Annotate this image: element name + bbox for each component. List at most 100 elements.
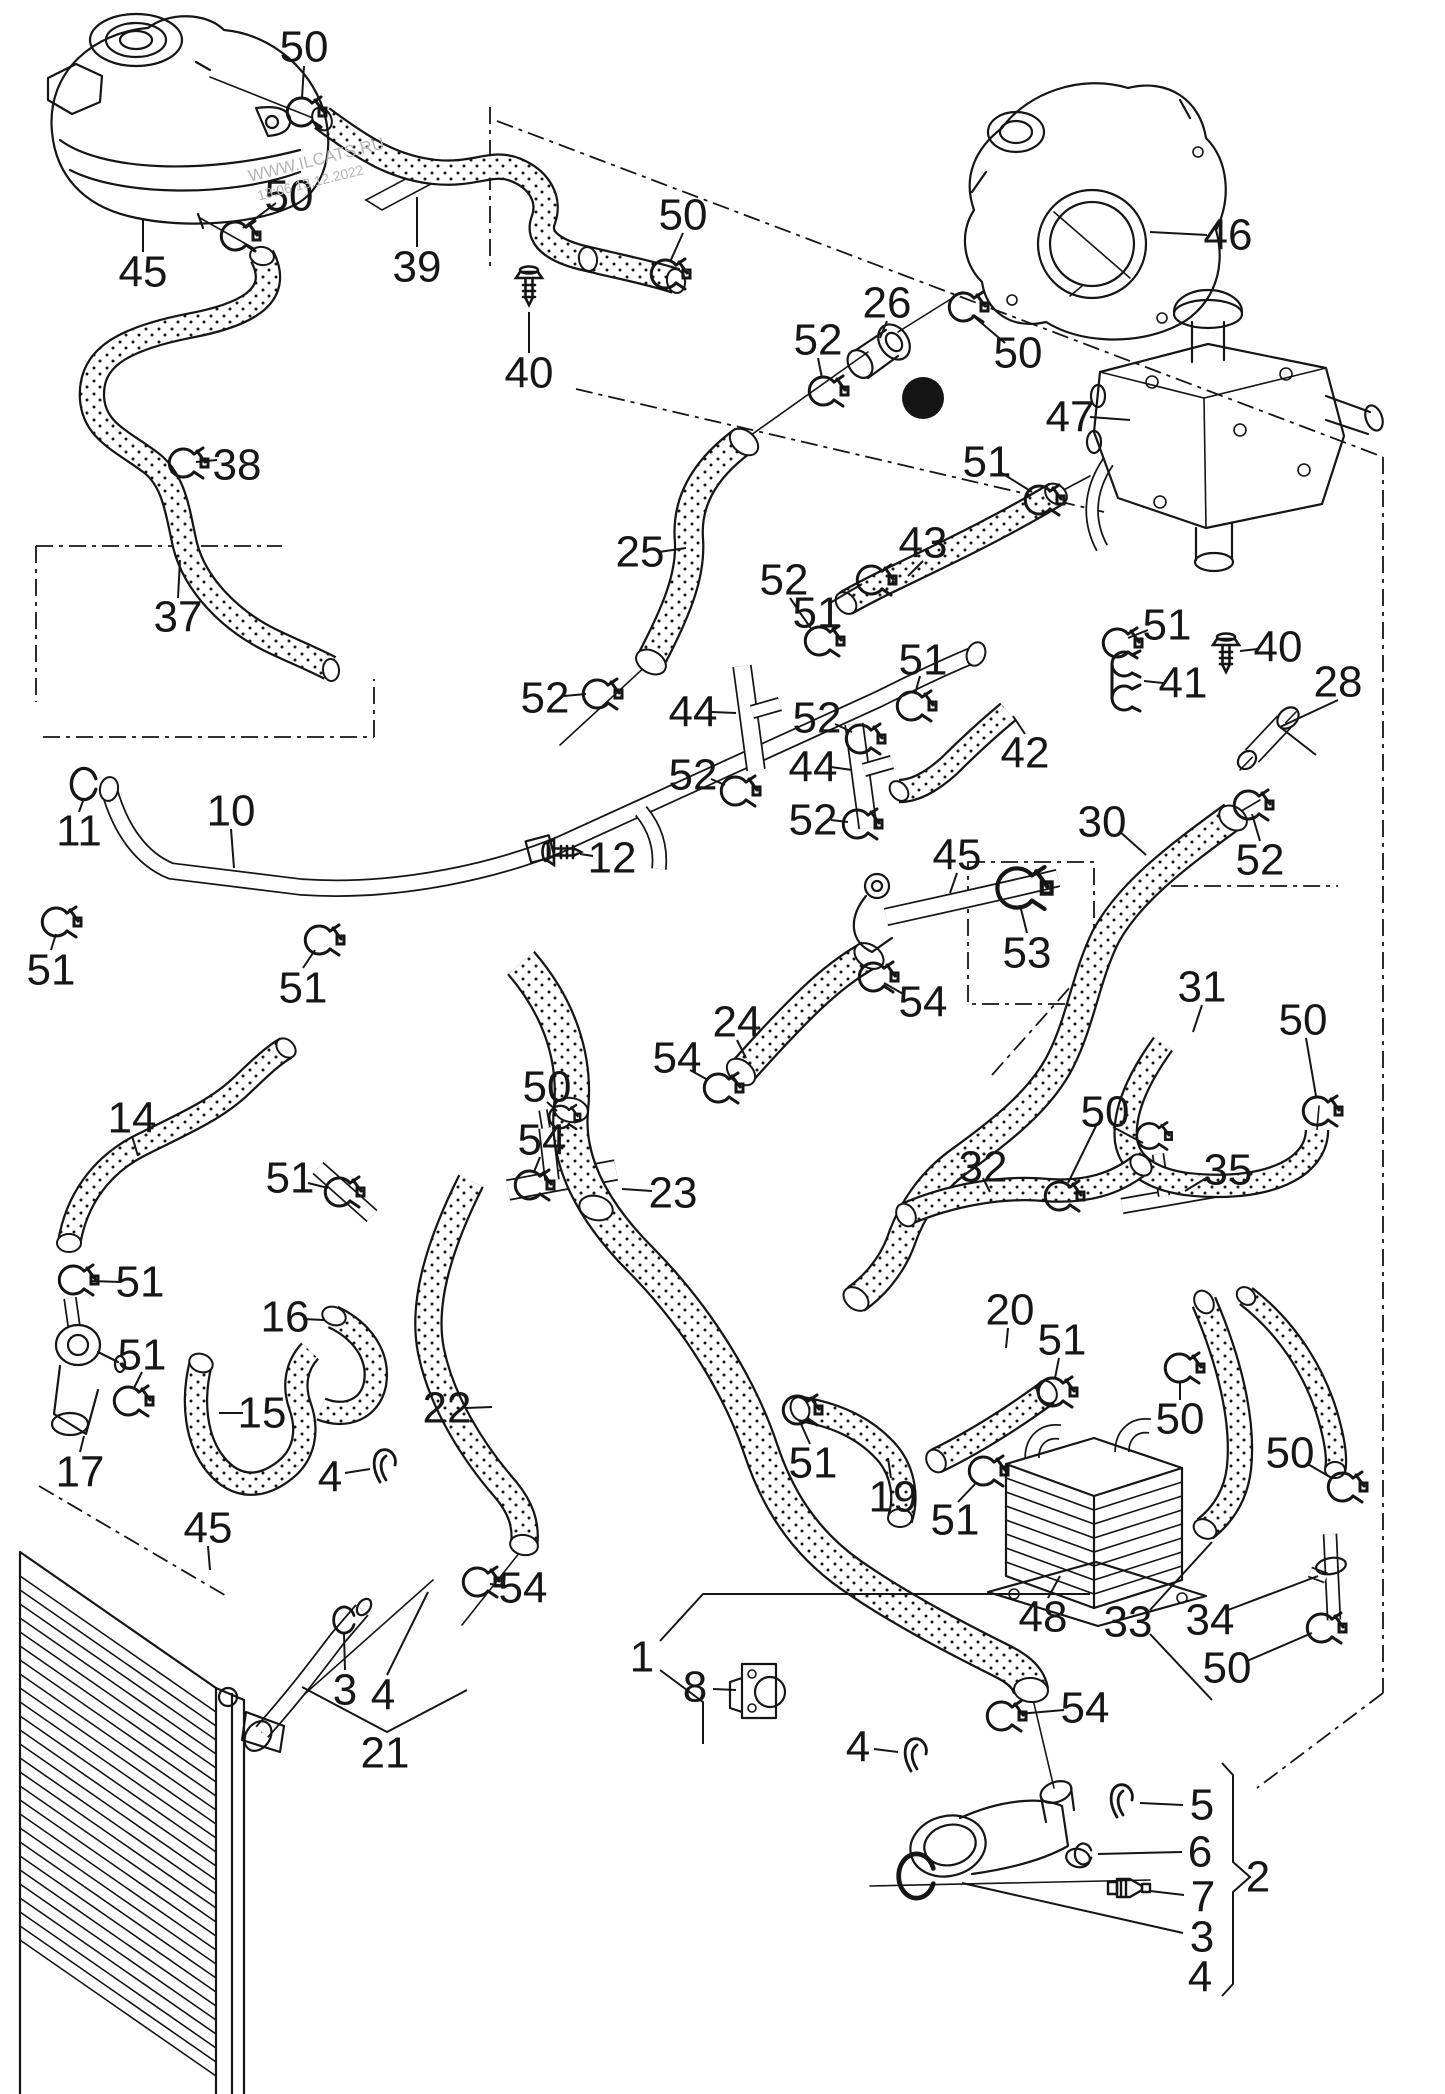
radiator-fin	[19, 1575, 217, 1713]
part-number-50: 50	[1279, 996, 1328, 1045]
radiator-fin	[19, 1883, 217, 2021]
leader-line	[914, 675, 921, 695]
leader-line	[658, 547, 687, 553]
part-number-51: 51	[1038, 1316, 1087, 1365]
part-number-17: 17	[56, 1448, 105, 1497]
leader-line	[712, 1688, 737, 1691]
hose-clamp-icon	[303, 923, 346, 957]
oil-cooler	[986, 1436, 1208, 1628]
leader-line	[1279, 726, 1317, 756]
leader-line	[1054, 1357, 1060, 1379]
radiator	[18, 1550, 373, 2094]
leader-line	[344, 1468, 371, 1474]
part-number-4: 4	[318, 1453, 342, 1502]
part-number-50: 50	[1081, 1088, 1130, 1137]
leader-line	[1305, 1037, 1317, 1097]
leader-line	[949, 872, 958, 894]
leader-line	[301, 65, 305, 99]
leader-line	[1118, 830, 1147, 856]
part-number-51: 51	[899, 636, 948, 685]
leader-line	[1279, 699, 1339, 728]
part-number-52: 52	[1236, 836, 1285, 885]
hose-cuff	[888, 780, 910, 802]
group-brackets	[301, 1593, 1251, 1997]
part-number-30: 30	[1078, 798, 1127, 847]
radiator-fin	[19, 1743, 217, 1881]
spring-clip-icon	[372, 1448, 397, 1484]
radiator-fin	[19, 1687, 217, 1825]
leader-line	[1067, 1125, 1097, 1184]
part-number-21: 21	[361, 1729, 410, 1778]
leader-line	[131, 1135, 139, 1157]
hose-clamp-icon	[461, 1565, 504, 1599]
part-number-2: 2	[1246, 1853, 1270, 1902]
part-number-50: 50	[1156, 1395, 1205, 1444]
part-number-23: 23	[649, 1169, 698, 1218]
leader-line	[1012, 715, 1026, 735]
leader-line	[1047, 1575, 1061, 1599]
callout-leader-lines	[50, 65, 1339, 1934]
hose-24	[731, 943, 876, 1082]
leader-line	[343, 1633, 346, 1671]
part-number-38: 38	[213, 441, 262, 490]
hose-clamp-icon	[1326, 1470, 1369, 1504]
hose-cuff	[925, 1448, 947, 1474]
leader-line	[1251, 813, 1261, 842]
part-number-45: 45	[933, 831, 982, 880]
part-number-50: 50	[280, 23, 329, 72]
leader-line	[830, 819, 849, 823]
part-number-45: 45	[119, 248, 168, 297]
hose-clamp-icon	[581, 677, 624, 711]
part-number-14: 14	[108, 1094, 157, 1143]
radiator-fin	[19, 1827, 217, 1965]
leader-line	[1017, 1709, 1065, 1715]
leader-line	[1239, 648, 1259, 652]
part-number-48: 48	[1019, 1593, 1068, 1642]
part-number-50: 50	[659, 191, 708, 240]
part-number-46: 46	[1204, 211, 1253, 260]
hose-43	[840, 484, 1062, 613]
hose-clamp-icon	[967, 1454, 1010, 1488]
part-number-51: 51	[266, 1154, 315, 1203]
part-number-50: 50	[1203, 1644, 1252, 1693]
hose-1-outline	[506, 951, 1049, 1696]
part-number-53: 53	[1003, 929, 1052, 978]
leader-line	[242, 202, 277, 229]
part-number-16: 16	[261, 1293, 310, 1342]
leader-line	[89, 1280, 122, 1283]
hose-clamp-icon	[219, 219, 262, 253]
hose-cuff	[1235, 1286, 1257, 1306]
leader-line	[307, 1182, 329, 1189]
part-number-1: 1	[630, 1633, 654, 1682]
leader-line	[1149, 231, 1208, 236]
part-number-35: 35	[1204, 1146, 1253, 1195]
hose-clamp-icon	[57, 1263, 100, 1297]
leader-line	[961, 1882, 1184, 1934]
leader-line	[621, 1188, 653, 1192]
screw-icon	[1211, 632, 1241, 674]
radiator-fin	[19, 1603, 217, 1741]
radiator-fin	[19, 1911, 217, 2049]
leader-line	[579, 853, 594, 857]
hose-cuff	[728, 427, 760, 457]
part-number-33: 33	[1104, 1598, 1153, 1647]
hose-cuff	[965, 641, 987, 667]
leader-line	[1139, 1802, 1184, 1806]
part-number-40: 40	[505, 349, 554, 398]
leader-line	[50, 933, 57, 951]
leader-line	[1184, 1176, 1209, 1192]
part-number-24: 24	[713, 998, 762, 1047]
leader-line	[689, 1069, 709, 1081]
part-number-54: 54	[518, 1116, 567, 1165]
radiator-fin	[19, 1897, 217, 2035]
part-number-22: 22	[423, 1384, 472, 1433]
part-number-44: 44	[669, 688, 718, 737]
part-number-8: 8	[683, 1663, 707, 1712]
hose-14	[59, 1039, 292, 1246]
shutoff-valve-44a-port	[750, 698, 782, 718]
hose-cuff	[577, 246, 599, 272]
hose-clamp-icon	[112, 1384, 155, 1418]
part-number-51: 51	[931, 1496, 980, 1545]
spring-clip-icon	[903, 1737, 928, 1773]
part-number-52: 52	[794, 316, 843, 365]
